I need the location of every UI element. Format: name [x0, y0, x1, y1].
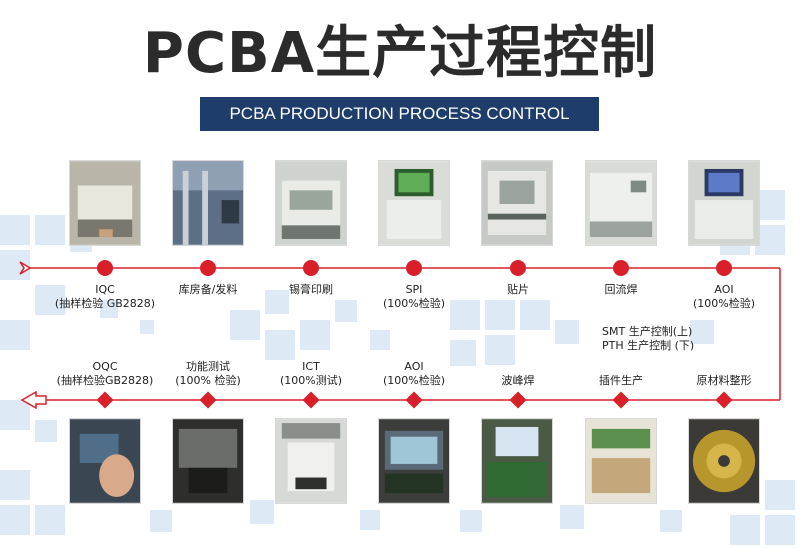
- step-label-component-forming: 原材料整形: [696, 374, 752, 387]
- subtitle-banner: PCBA PRODUCTION PROCESS CONTROL: [200, 97, 599, 131]
- step-label-solder-printing: 锡膏印刷: [289, 283, 333, 296]
- step-label-warehouse: 库房备/发料: [178, 283, 238, 296]
- step-label-iqc: IQC(抽样检验 GB2828): [54, 283, 156, 310]
- smt-pth-note: SMT 生产控制(上) PTH 生产控制 (下): [602, 325, 695, 352]
- step-diamond: [715, 391, 733, 409]
- function-test-photo: [172, 418, 244, 504]
- spi-machine-photo: [378, 160, 450, 246]
- component-forming-photo: [688, 418, 760, 504]
- step-dot: [200, 260, 216, 276]
- step-label-wave-solder: 波峰焊: [501, 374, 535, 387]
- step-diamond: [509, 391, 527, 409]
- aoi-machine-photo: [688, 160, 760, 246]
- ict-tester-photo: [275, 418, 347, 504]
- step-label-aoi-top: AOI(100%检验): [692, 283, 756, 310]
- warehouse-photo: [172, 160, 244, 246]
- end-arrow-icon: [20, 390, 47, 410]
- step-label-aoi-bottom: AOI(100%检验): [382, 360, 446, 387]
- step-label-smt-placement: 贴片: [507, 283, 529, 296]
- solder-printer-photo: [275, 160, 347, 246]
- outgoing-inspection-photo: [69, 418, 141, 504]
- step-label-spi: SPI(100%检验): [382, 283, 446, 310]
- reflow-oven-photo: [585, 160, 657, 246]
- step-diamond: [612, 391, 630, 409]
- step-label-function-test: 功能测试(100% 检验): [175, 360, 241, 387]
- step-dot: [97, 260, 113, 276]
- step-dot: [303, 260, 319, 276]
- page-title: PCBA生产过程控制: [142, 21, 658, 86]
- step-dot: [406, 260, 422, 276]
- step-label-oqc: OQC(抽样检验GB2828): [56, 360, 154, 387]
- start-arrow-icon: [19, 261, 32, 275]
- step-diamond: [302, 391, 320, 409]
- through-hole-assembly-photo: [585, 418, 657, 504]
- incoming-inspection-photo: [69, 160, 141, 246]
- step-diamond: [199, 391, 217, 409]
- pick-and-place-photo: [481, 160, 553, 246]
- step-label-through-hole: 插件生产: [599, 374, 643, 387]
- step-diamond: [405, 391, 423, 409]
- step-diamond: [96, 391, 114, 409]
- step-dot: [510, 260, 526, 276]
- wave-solder-photo: [481, 418, 553, 504]
- step-dot: [613, 260, 629, 276]
- step-dot: [716, 260, 732, 276]
- step-label-reflow: 回流焊: [604, 283, 638, 296]
- step-label-ict: ICT(100%测试): [279, 360, 343, 387]
- aoi-inspection-photo: [378, 418, 450, 504]
